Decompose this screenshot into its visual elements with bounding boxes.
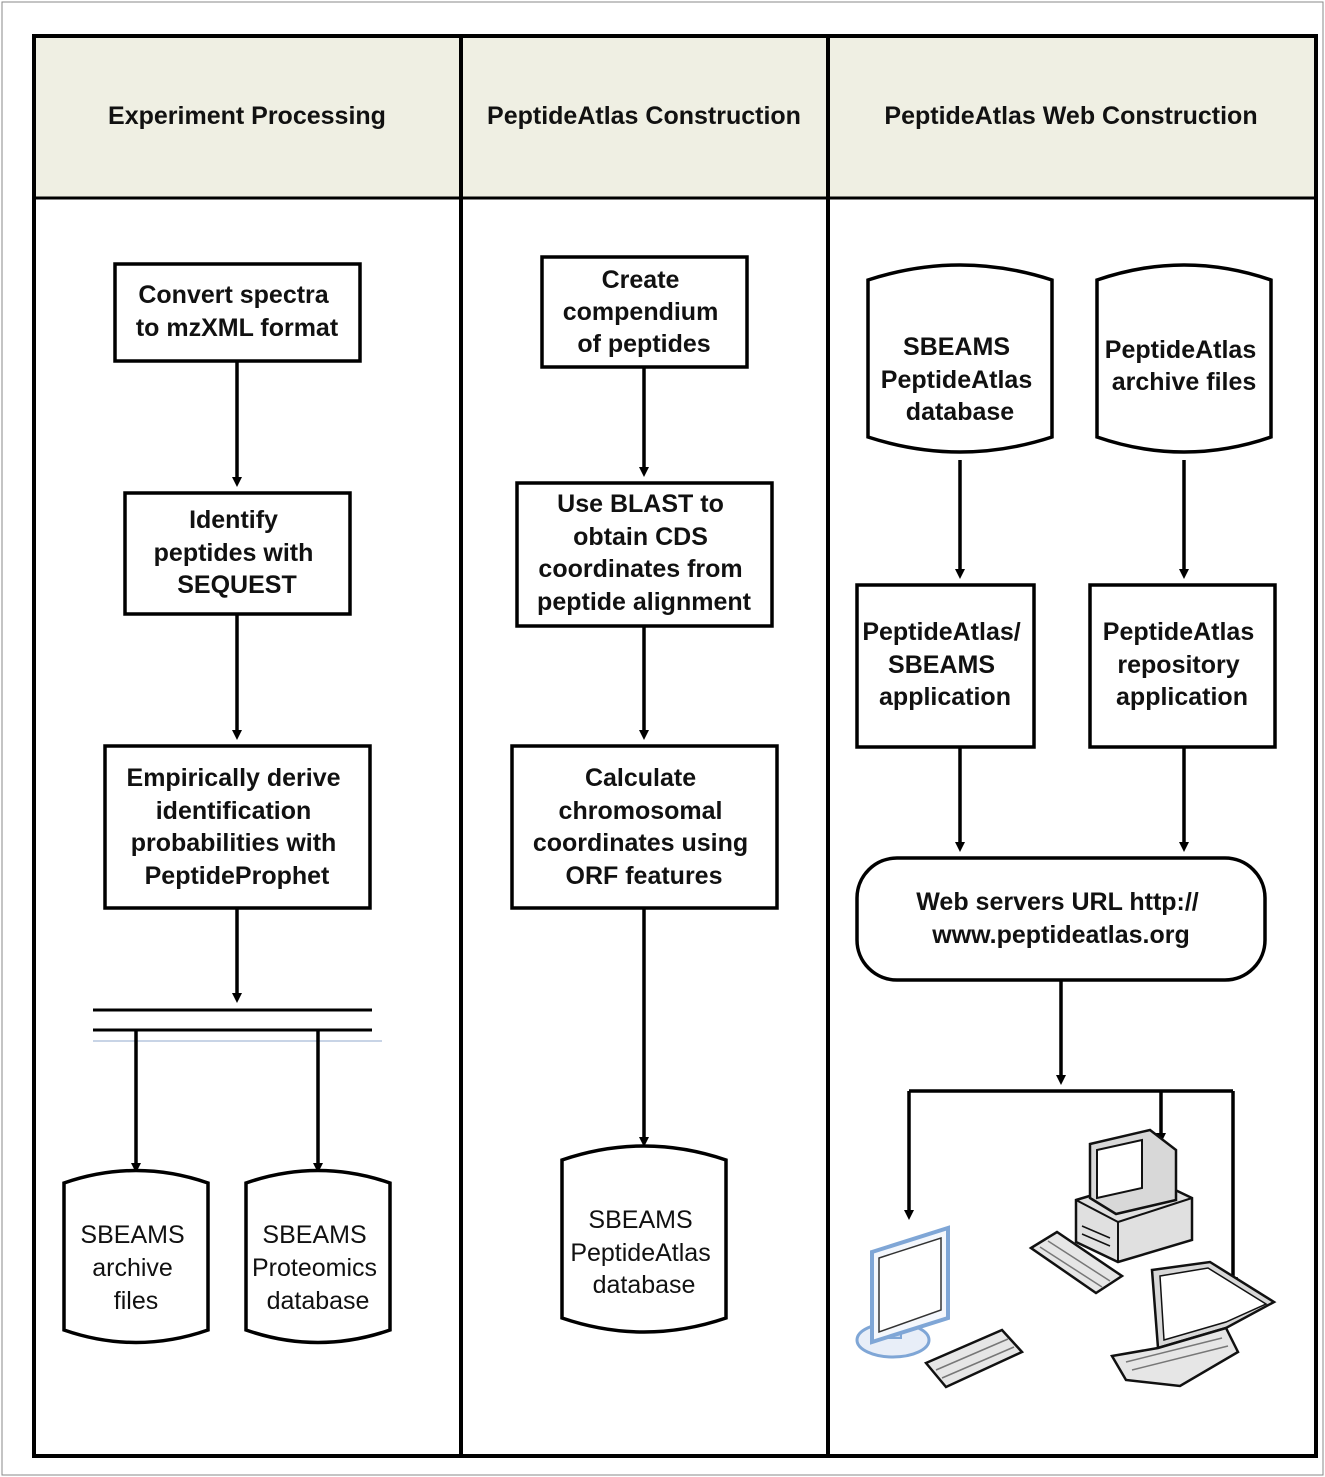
laptop-icon	[1110, 1260, 1277, 1388]
web-sbeams-database-cylinder	[866, 263, 1054, 454]
archive-files-cylinder	[62, 1168, 210, 1345]
create-compendium-label: Create compendium of peptides	[563, 266, 726, 358]
convert-spectra-box	[113, 262, 362, 363]
create-compendium-box	[540, 255, 749, 369]
peptideatlas-database-cylinder	[560, 1144, 728, 1334]
header-experiment-processing: Experiment Processing	[108, 102, 386, 130]
web-servers-label: Web servers URL http:// www.peptideatlas…	[916, 888, 1205, 949]
archive-files-web-cylinder	[1095, 263, 1273, 454]
header-band	[34, 36, 1316, 198]
empirical-derive-label: Empirically derive identification probab…	[127, 764, 348, 890]
table-frame	[32, 34, 1318, 1458]
empirical-derive-box	[103, 744, 372, 910]
header-peptideatlas-construction: PeptideAtlas Construction	[487, 102, 801, 130]
header-peptideatlas-web-construction: PeptideAtlas Web Construction	[884, 102, 1257, 130]
archive-files-web-label: PeptideAtlas archive files	[1105, 336, 1263, 396]
repository-application-box	[1088, 583, 1277, 749]
sbeams-application-box	[855, 583, 1036, 749]
peptideatlas-database-label: SBEAMS PeptideAtlas database	[570, 1206, 717, 1299]
desktop-computer-icon	[1074, 1128, 1194, 1264]
identify-peptides-label: Identify peptides with SEQUEST	[154, 506, 321, 599]
convert-spectra-label: Convert spectra to mzXML format	[136, 281, 339, 342]
web-sbeams-database-label: SBEAMS PeptideAtlas database	[881, 333, 1039, 426]
proteomics-database-label: SBEAMS Proteomics database	[252, 1221, 384, 1315]
identify-peptides-box	[123, 491, 352, 616]
archive-files-label: SBEAMS archive files	[80, 1221, 191, 1315]
sbeams-application-label: PeptideAtlas/ SBEAMS application	[862, 618, 1027, 711]
keyboard-icon	[1028, 1230, 1125, 1295]
blast-label: Use BLAST to obtain CDS coordinates from…	[537, 490, 752, 616]
calculate-coordinates-label: Calculate chromosomal coordinates using …	[533, 764, 755, 890]
desktop-monitor-icon	[855, 1225, 950, 1359]
proteomics-database-cylinder	[244, 1168, 392, 1345]
keyboard-icon	[923, 1328, 1025, 1389]
web-servers-box	[855, 856, 1267, 982]
blast-box	[515, 481, 774, 628]
repository-application-label: PeptideAtlas repository application	[1103, 618, 1261, 711]
calculate-coordinates-box	[510, 744, 779, 910]
